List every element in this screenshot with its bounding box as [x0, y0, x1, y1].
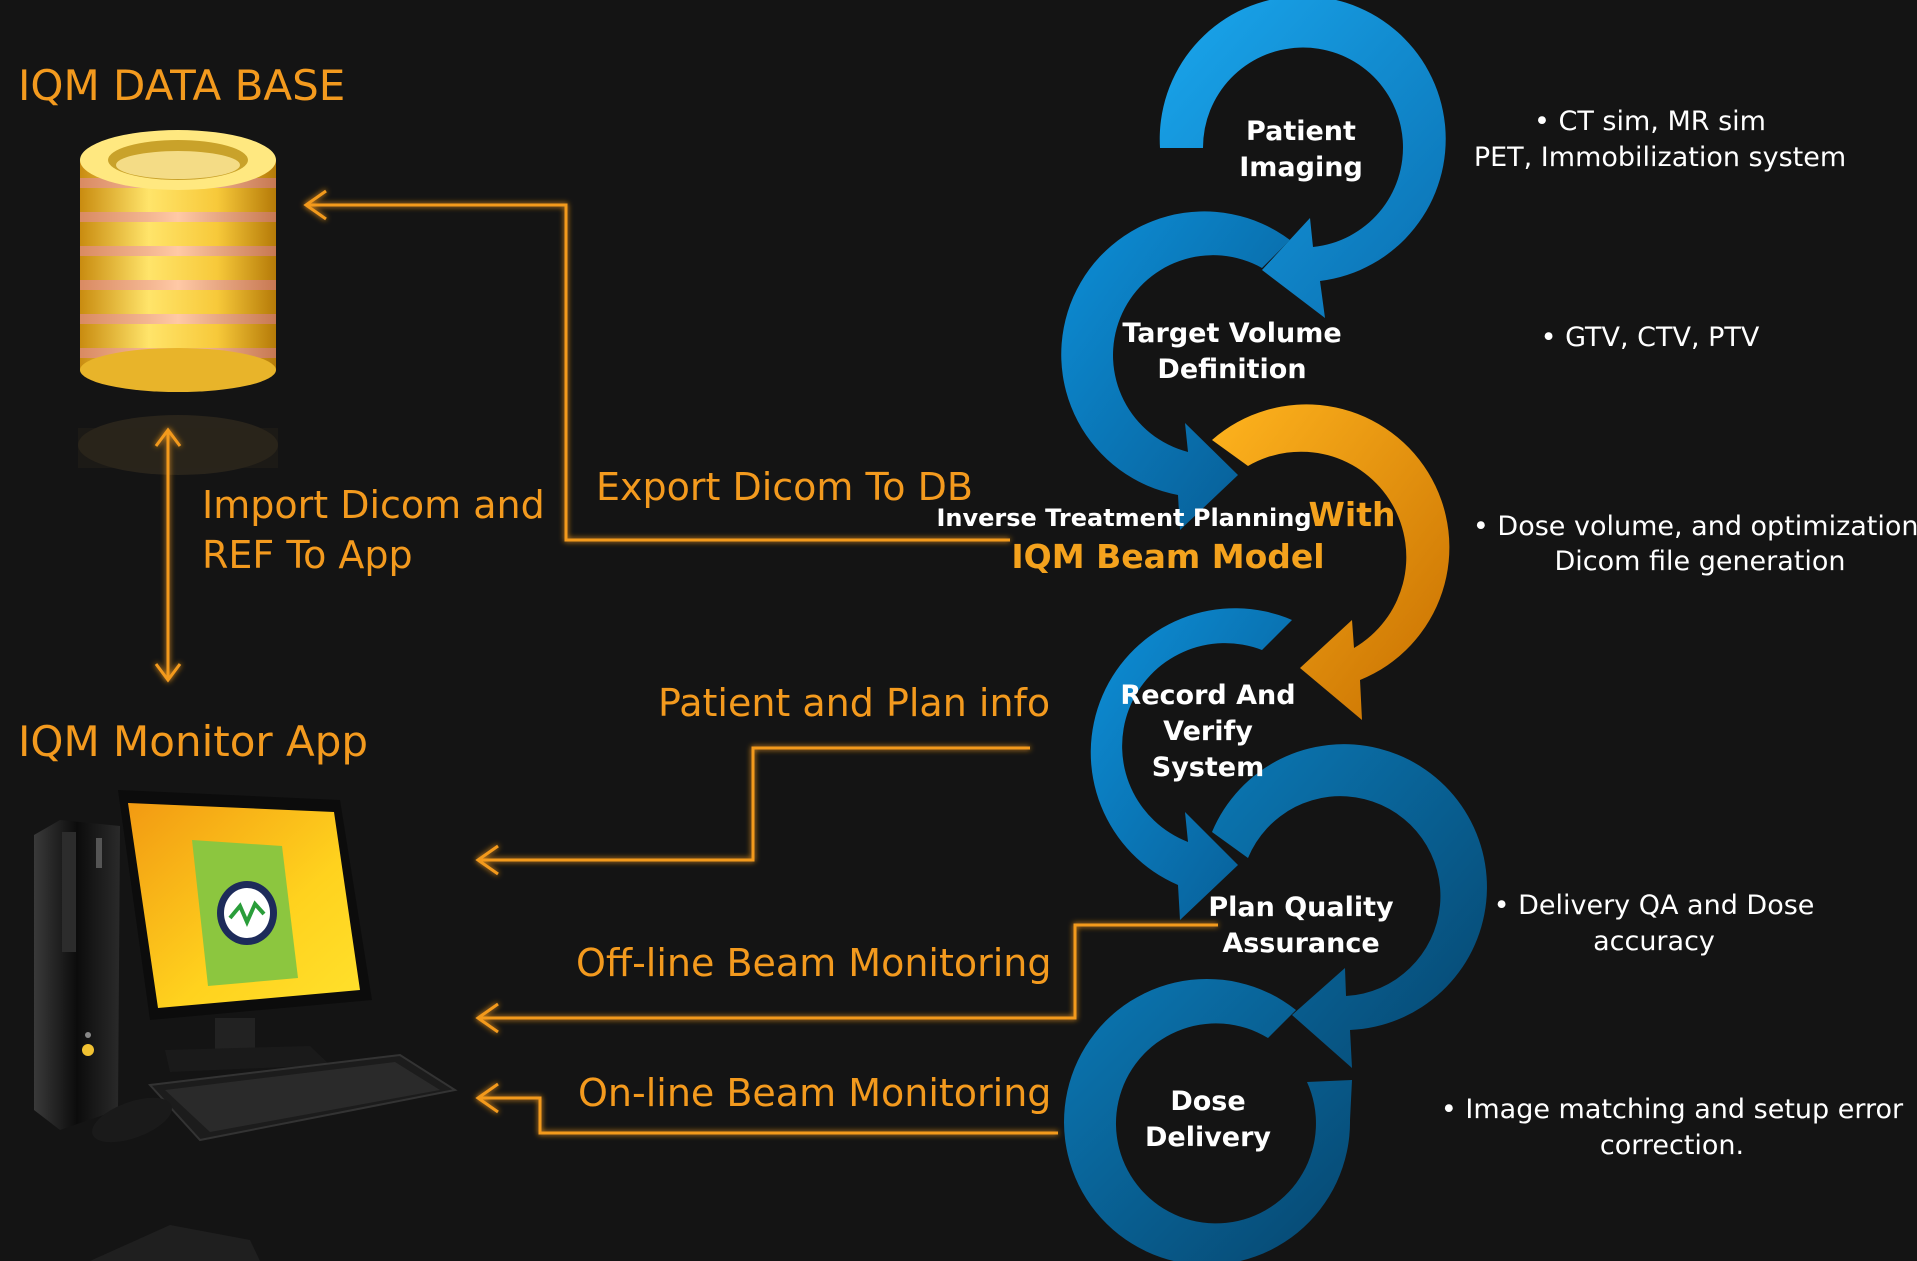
note-qa-1: • Delivery QA and Dose: [1494, 890, 1815, 921]
step-dose-delivery-1: Dose: [1170, 1086, 1245, 1117]
note-delivery-2: correction.: [1600, 1130, 1744, 1161]
step-inverse-planning: Inverse Treatment Planning: [936, 504, 1311, 532]
step-plan-qa-2: Assurance: [1222, 928, 1379, 959]
import-label-line1: Import Dicom and: [202, 483, 545, 527]
step-beam-model: IQM Beam Model: [1011, 537, 1324, 576]
step-patient-imaging-2: Imaging: [1239, 152, 1363, 183]
ring-inverse-planning: [1212, 404, 1450, 720]
ring-dose-delivery: [1064, 978, 1352, 1261]
note-imaging-1: • CT sim, MR sim: [1534, 106, 1766, 137]
monitor-app-title: IQM Monitor App: [18, 717, 368, 766]
ring-record-verify: [1090, 608, 1292, 920]
note-imaging-2: PET, Immobilization system: [1474, 142, 1846, 173]
note-delivery-1: • Image matching and setup error: [1441, 1094, 1904, 1125]
step-inverse-with: With: [1309, 495, 1396, 534]
note-qa-2: accuracy: [1593, 926, 1715, 957]
export-label: Export Dicom To DB: [596, 465, 973, 509]
ring-target-volume: [1061, 211, 1290, 531]
import-label-line2: REF To App: [202, 533, 413, 577]
step-target-volume-2: Definition: [1157, 354, 1306, 385]
database-title: IQM DATA BASE: [18, 61, 345, 110]
export-connector: [303, 189, 1010, 542]
patient-plan-label: Patient and Plan info: [658, 681, 1050, 725]
database-icon: [78, 130, 278, 475]
offline-connector: [475, 923, 1218, 1034]
note-planning-2: Dicom file generation: [1554, 546, 1845, 577]
note-target: • GTV, CTV, PTV: [1541, 322, 1760, 353]
computer-icon: [34, 790, 458, 1261]
step-record-verify-2: Verify: [1163, 716, 1253, 747]
online-connector: [475, 1082, 1058, 1135]
note-planning-1: • Dose volume, and optimization.: [1473, 511, 1917, 542]
import-arrow: [154, 427, 182, 683]
step-dose-delivery-2: Delivery: [1145, 1122, 1271, 1153]
step-record-verify-3: System: [1152, 752, 1264, 783]
offline-label: Off-line Beam Monitoring: [576, 941, 1052, 985]
step-target-volume-1: Target Volume: [1122, 318, 1341, 349]
ring-plan-qa: [1212, 744, 1487, 1068]
patient-plan-connector: [475, 746, 1030, 876]
step-record-verify-1: Record And: [1120, 680, 1295, 711]
online-label: On-line Beam Monitoring: [578, 1071, 1051, 1115]
step-plan-qa-1: Plan Quality: [1208, 892, 1394, 923]
ring-patient-imaging: [1159, 0, 1446, 318]
step-patient-imaging-1: Patient: [1246, 116, 1356, 147]
